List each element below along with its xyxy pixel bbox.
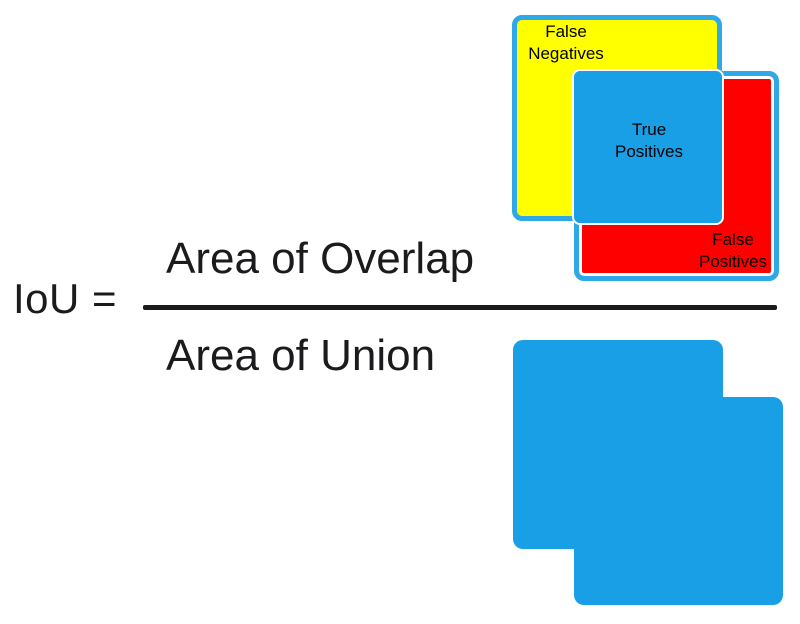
formula-denominator: Area of Union xyxy=(166,331,436,380)
formula-numerator: Area of Overlap xyxy=(166,234,475,283)
formula-lhs: IoU = xyxy=(13,275,118,322)
false-negatives-label: False Negatives xyxy=(528,22,604,63)
intersection-box xyxy=(572,69,724,225)
true-positives-label: True Positives xyxy=(614,120,684,161)
fraction-bar xyxy=(143,305,777,310)
false-positives-label: False Positives xyxy=(698,230,768,271)
union-square-b xyxy=(574,397,783,605)
